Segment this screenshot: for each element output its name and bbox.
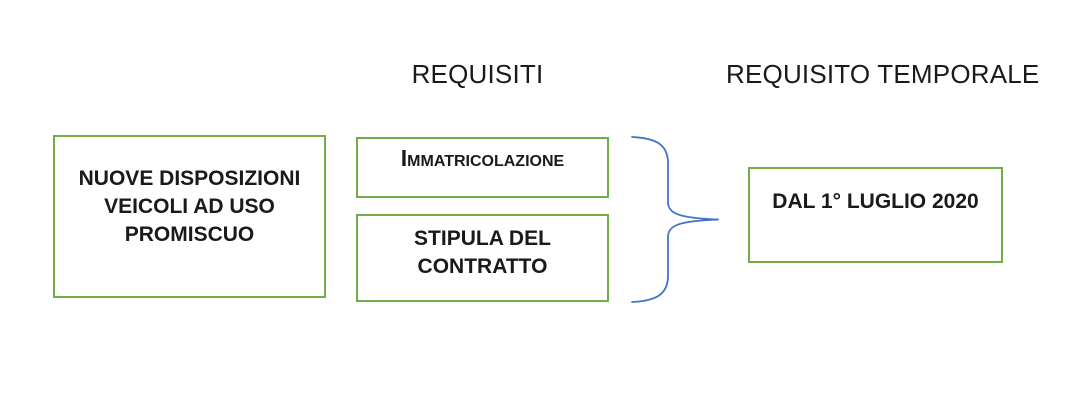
box-nuove-disposizioni-line-2: VEICOLI AD USO — [104, 195, 275, 218]
box-immatricolazione-label: Immatricolazione — [400, 145, 565, 171]
box-stipula-line-2: CONTRATTO — [417, 255, 548, 278]
curly-brace-right — [625, 130, 725, 310]
box-stipula-line-1: STIPULA DEL — [414, 227, 551, 250]
box-stipula-del-contratto: STIPULA DEL CONTRATTO — [356, 214, 609, 302]
column-header-requisito-temporale: REQUISITO TEMPORALE — [726, 59, 1040, 89]
box-nuove-disposizioni: NUOVE DISPOSIZIONI VEICOLI AD USO PROMIS… — [53, 135, 326, 298]
box-dal-1-luglio-2020-label: DAL 1° LUGLIO 2020 — [772, 190, 979, 213]
box-nuove-disposizioni-line-1: NUOVE DISPOSIZIONI — [78, 167, 301, 190]
box-dal-1-luglio-2020: DAL 1° LUGLIO 2020 — [748, 167, 1003, 263]
curly-brace-icon — [631, 136, 719, 303]
box-immatricolazione: Immatricolazione — [356, 137, 609, 198]
box-nuove-disposizioni-line-3: PROMISCUO — [124, 223, 255, 246]
column-header-requisiti: REQUISITI — [411, 59, 544, 89]
